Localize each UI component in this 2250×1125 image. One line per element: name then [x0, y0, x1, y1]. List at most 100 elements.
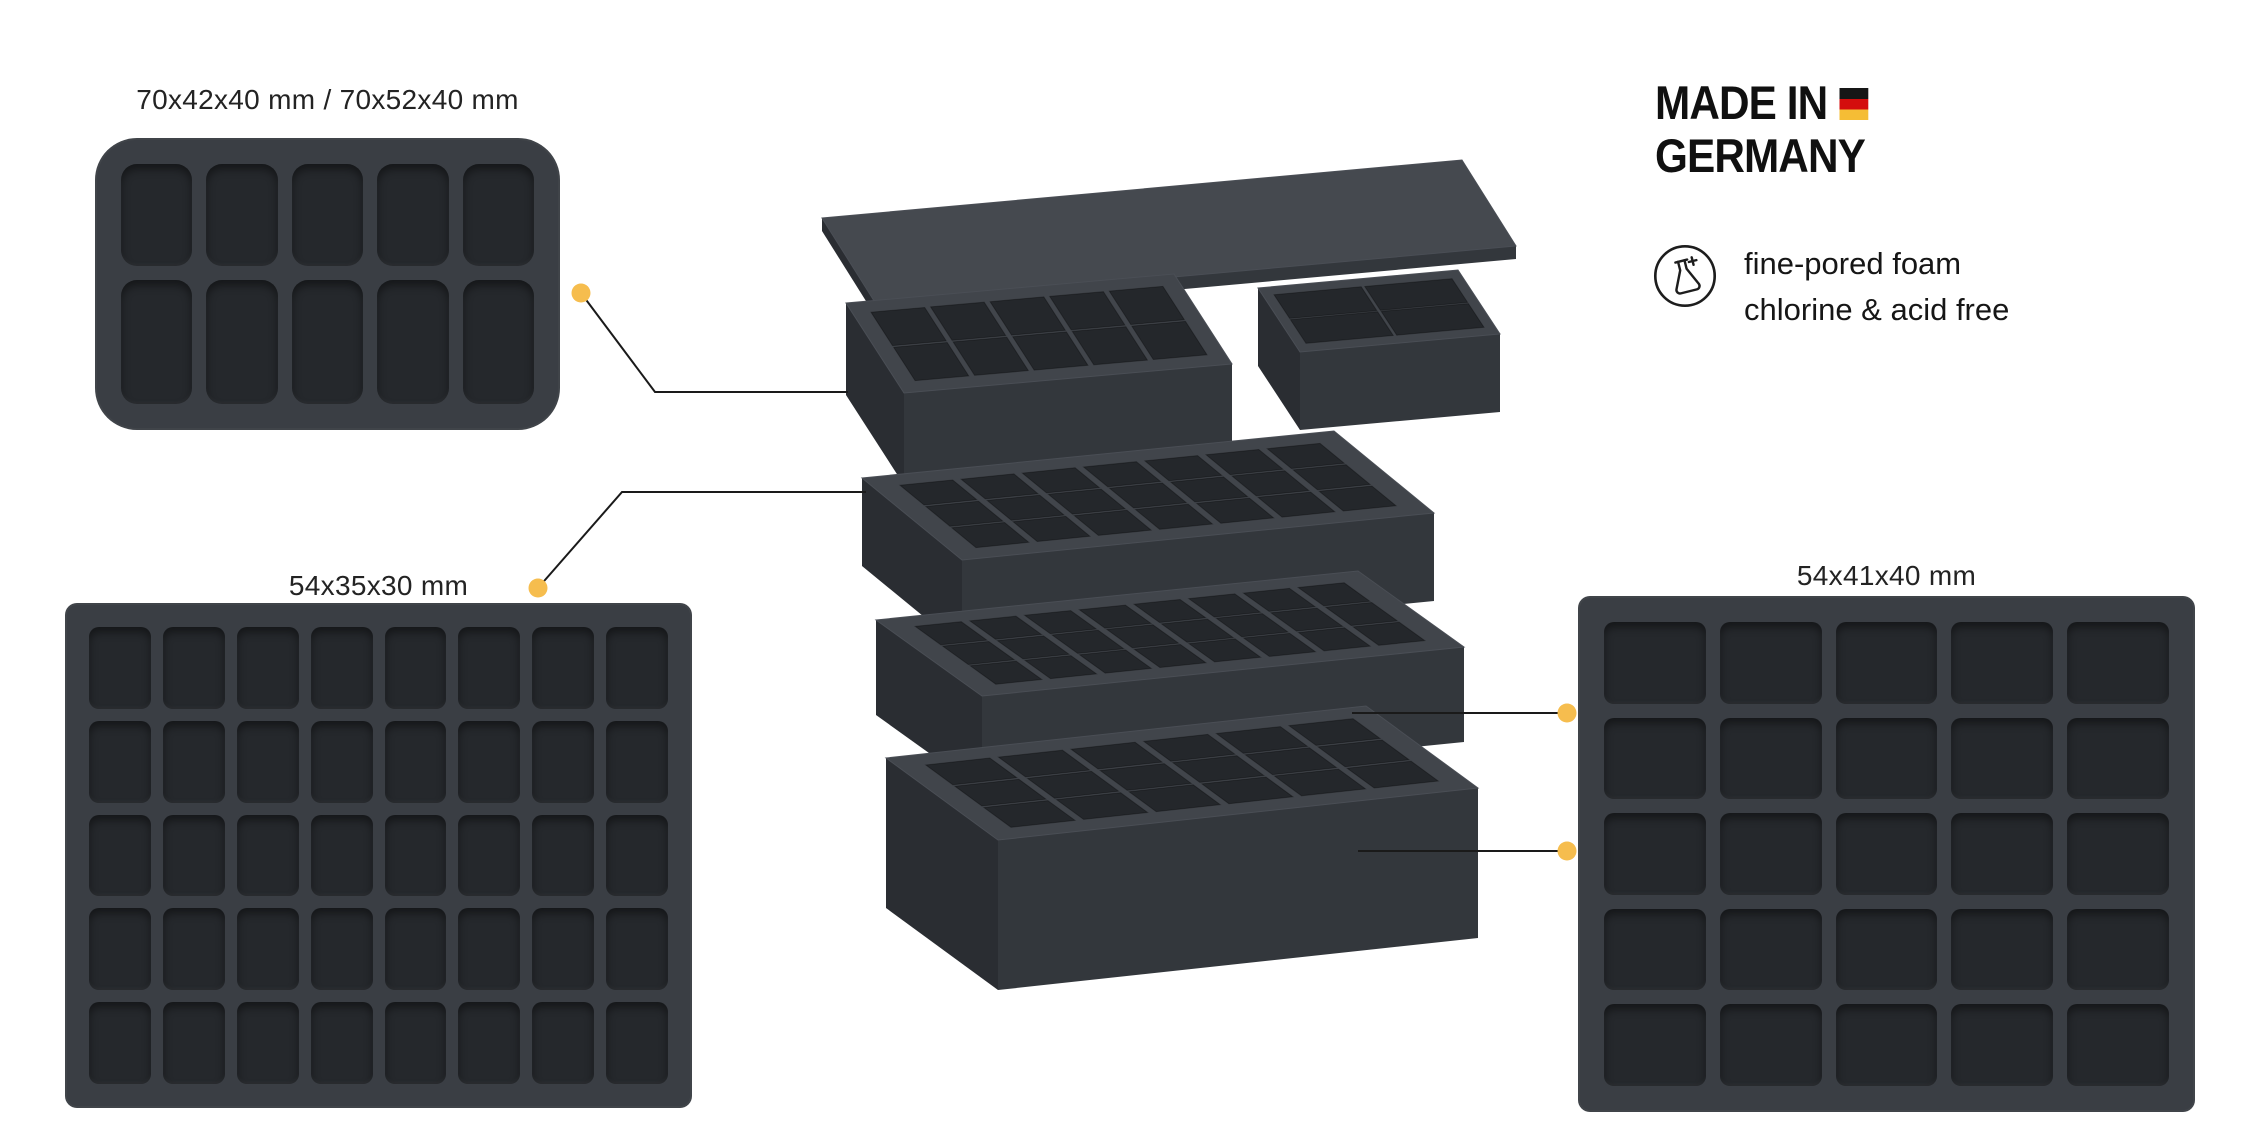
stack-tray-2-left-left-face: [846, 303, 904, 485]
foam-compartment: [606, 1002, 668, 1084]
foam-compartment: [206, 164, 278, 266]
stack-tray-5-compartment: [1273, 768, 1367, 797]
foam-features: fine-pored foam chlorine & acid free: [1652, 243, 2009, 333]
stack-tray-4-compartment: [968, 615, 1043, 640]
foam-compartment: [1719, 622, 1822, 704]
foam-compartment: [236, 627, 299, 709]
stack-lid-left-face: [822, 218, 876, 317]
stack-tray-3-left-face: [862, 478, 962, 648]
foam-compartment: [89, 1002, 151, 1084]
stack-tray-3-compartment: [1021, 467, 1101, 494]
foam-compartment: [310, 720, 373, 803]
foam-compartment: [458, 908, 521, 991]
stack-tray-5-right-face: [1366, 706, 1478, 938]
stack-tray-3-compartment: [924, 500, 1005, 527]
foam-compartment: [458, 814, 521, 897]
stack-tray-4-top-face: [874, 570, 1466, 697]
foam-compartment: [121, 164, 193, 266]
foam-compartment: [89, 627, 151, 709]
feature-line-chlorine: chlorine & acid free: [1744, 292, 2010, 327]
stack-tray-2-left-compartment: [1130, 320, 1208, 361]
stack-tray-4-compartment: [1078, 649, 1153, 674]
foam-compartment: [462, 164, 534, 266]
foam-compartment: [1604, 1004, 1706, 1086]
foam-compartment: [377, 164, 449, 266]
stack-tray-5-compartment: [997, 749, 1091, 778]
stack-tray-4-compartment: [1160, 618, 1235, 643]
foam-compartment: [236, 720, 299, 803]
stack-tray-4-compartment: [1023, 610, 1098, 635]
stack-tray-4-compartment: [1351, 621, 1427, 646]
foam-compartment: [606, 814, 668, 897]
foam-compartment: [1604, 622, 1706, 704]
foam-compartment: [532, 720, 595, 803]
foam-compartment: [462, 279, 534, 404]
dimension-label-right: 54x41x40 mm: [1796, 560, 1977, 591]
stack-tray-3-compartment: [959, 473, 1040, 500]
stack-tray-4-compartment: [1269, 607, 1344, 632]
connector-dot: [1557, 841, 1577, 861]
foam-compartment: [121, 279, 193, 404]
foam-compartment: [532, 814, 595, 897]
stack-tray-2-right-right-face: [1458, 270, 1500, 412]
stack-tray-4-compartment: [1187, 638, 1262, 663]
stack-tray-2-left-compartment: [952, 336, 1030, 376]
stack-tray-2-right-compartment: [1273, 286, 1378, 319]
stack-tray-2-right-compartment: [1363, 278, 1469, 311]
foam-compartment: [384, 814, 447, 897]
connector-top-left-tray: [580, 292, 848, 393]
connector-dot: [571, 283, 591, 303]
foam-compartment: [1835, 622, 1938, 704]
stack-tray-5-compartment: [1098, 763, 1193, 791]
foam-compartment: [162, 814, 225, 897]
foam-compartment: [1951, 1004, 2054, 1086]
stack-tray-5-compartment: [1345, 760, 1440, 789]
stack-tray-3-compartment: [1073, 509, 1153, 536]
stack-tray-4-right-face: [1358, 571, 1464, 742]
stack-tray-2-left-compartment: [892, 341, 970, 382]
stack-tray-2-right-top-face: [1257, 269, 1501, 353]
stack-tray-3-compartment: [1195, 497, 1275, 524]
stack-tray-5-front-face: [998, 788, 1478, 990]
foam-compartment: [1604, 813, 1706, 895]
stack-tray-4-compartment: [1242, 632, 1317, 657]
foam-tray-bottom-left: [65, 603, 692, 1108]
stack-tray-2-left-compartment: [870, 306, 948, 347]
stack-tray-3-compartment: [1134, 503, 1214, 530]
foam-compartment: [1604, 717, 1706, 800]
foam-compartment: [384, 720, 447, 803]
foam-compartment: [606, 627, 668, 709]
stack-tray-2-left-compartment: [929, 301, 1007, 341]
foam-compartment: [236, 814, 299, 897]
stack-lid-front-face: [876, 246, 1516, 317]
stack-tray-4-compartment: [1105, 624, 1180, 649]
stack-tray-5-compartment: [1287, 718, 1382, 746]
stack-tray-4-compartment: [1214, 613, 1290, 638]
foam-compartment: [1951, 813, 2054, 895]
foam-compartment: [310, 1002, 373, 1084]
stack-tray-5-compartment: [1244, 747, 1338, 776]
foam-compartment: [291, 279, 364, 404]
stack-tray-3-compartment: [985, 494, 1066, 521]
made-in-germany-badge: MADE IN GERMANY: [1655, 76, 1869, 182]
foam-compartment: [162, 1002, 225, 1084]
stack-tray-2-right-left-face: [1258, 288, 1300, 430]
stack-tray-3-right-face: [1334, 431, 1434, 601]
stack-tray-4-compartment: [1242, 587, 1317, 612]
stack-tray-3-compartment: [1256, 491, 1337, 518]
foam-compartment: [2067, 717, 2169, 800]
stack-tray-5-compartment: [1215, 726, 1309, 754]
foam-compartment: [2067, 622, 2169, 704]
foam-compartment: [291, 164, 364, 266]
stack-tray-5-compartment: [982, 800, 1077, 828]
stack-tray-5-compartment: [1127, 784, 1222, 813]
stack-tray-2-left-compartment: [1108, 285, 1186, 326]
stack-tray-4-compartment: [941, 640, 1016, 666]
foam-compartment: [1835, 813, 1938, 895]
foam-compartment: [1719, 717, 1822, 800]
foam-compartment: [458, 627, 521, 709]
stack-tray-3-compartment: [1230, 470, 1311, 497]
stack-tray-4-front-face: [982, 647, 1464, 791]
stack-tray-4-compartment: [1296, 582, 1372, 607]
made-in-text: MADE IN: [1655, 76, 1828, 129]
